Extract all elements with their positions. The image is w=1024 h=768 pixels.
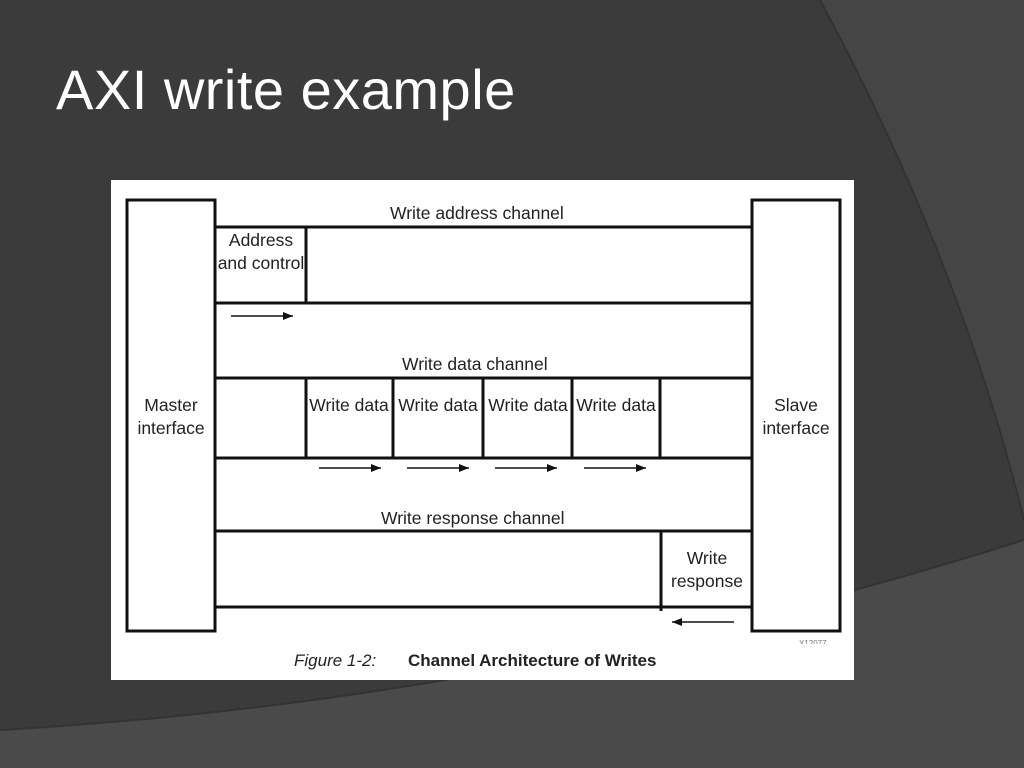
background-swoosh-right <box>820 0 1024 520</box>
figure-id: X12077 <box>799 639 827 644</box>
write-data-channel-label: Write data channel <box>402 354 548 374</box>
master-interface-label: Master interface <box>137 395 205 438</box>
write-data-label-4: Write data <box>576 395 656 415</box>
write-data-label-1: Write data <box>309 395 389 415</box>
figure-caption: Channel Architecture of Writes <box>408 651 657 670</box>
write-response-channel-label: Write response channel <box>381 508 565 528</box>
figure-number: Figure 1-2: <box>294 651 377 670</box>
slave-interface-box <box>750 198 842 633</box>
slave-interface-label: Slave interface <box>762 395 830 438</box>
write-data-label-2: Write data <box>398 395 478 415</box>
write-address-channel-label: Write address channel <box>390 203 564 223</box>
diagram-lines <box>125 198 842 633</box>
background-swoosh-bottom <box>0 540 1024 768</box>
slide-title: AXI write example <box>56 58 516 121</box>
address-control-label: Address and control <box>217 230 305 273</box>
write-data-label-3: Write data <box>488 395 568 415</box>
axi-write-diagram: Write address channel Write data channel… <box>111 180 854 680</box>
master-interface-box <box>125 198 217 633</box>
write-response-label: Write response <box>671 548 743 591</box>
